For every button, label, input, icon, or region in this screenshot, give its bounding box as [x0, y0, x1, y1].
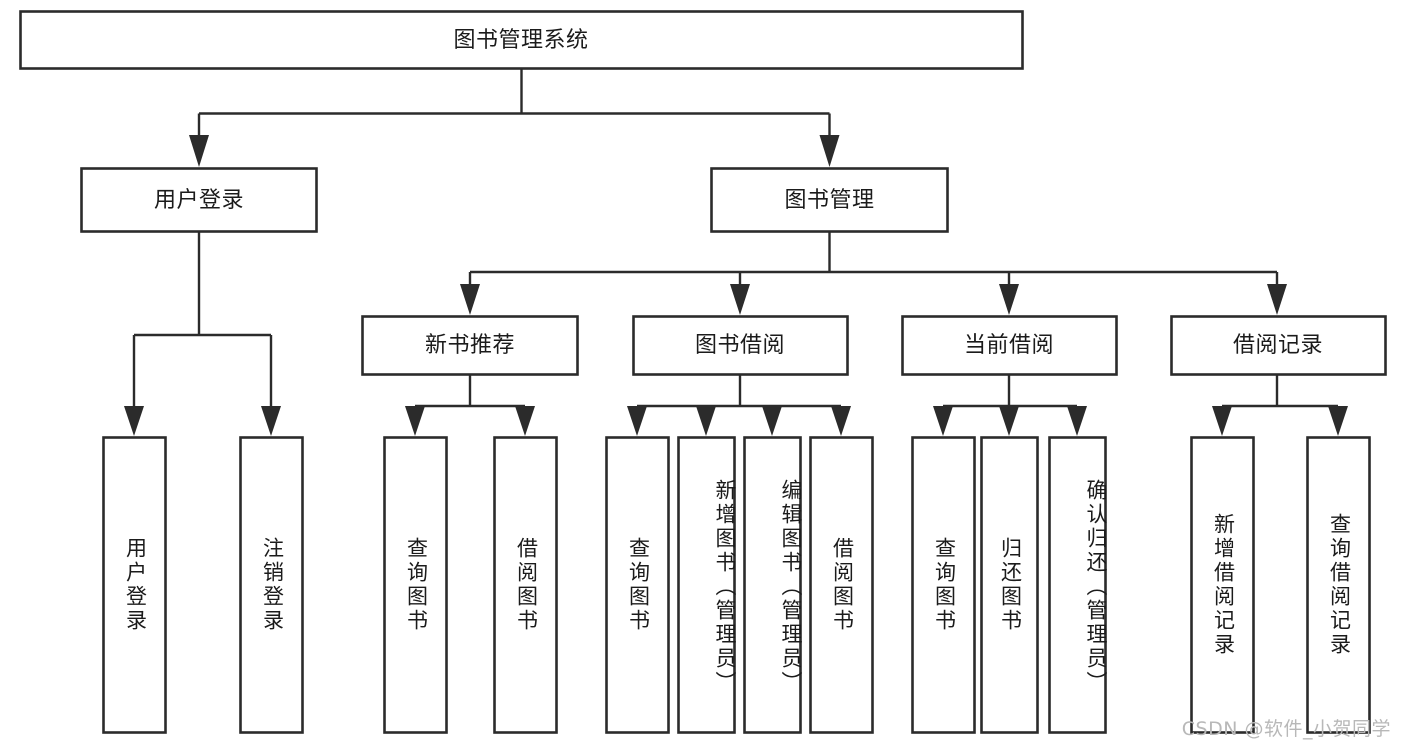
- node-leaf-query-book-3[interactable]: [911, 436, 976, 734]
- node-borrow-record-label: 借阅记录: [1233, 333, 1323, 358]
- edge-borrow-record-trunk: [1220, 375, 1340, 412]
- arrow-to-leaf-query-record: [1328, 406, 1348, 436]
- arrow-to-leaf-borrow-book-2: [831, 406, 851, 436]
- arrow-to-leaf-add-record: [1212, 406, 1232, 436]
- arrow-to-leaf-confirm-return: [1067, 406, 1087, 436]
- node-user-login-label: 用户登录: [154, 188, 244, 213]
- node-leaf-edit-book[interactable]: [743, 436, 802, 734]
- arrow-to-leaf-return-book: [999, 406, 1019, 436]
- node-leaf-user-logout[interactable]: [239, 436, 304, 734]
- nodes-group: 图书管理系统 用户登录 图书管理 新书推荐 图书借阅 当前借阅 借阅记录: [19, 10, 1387, 734]
- edge-new-book-recommend-trunk: [413, 375, 527, 412]
- watermark-text: CSDN @软件_小贺同学: [1181, 718, 1391, 740]
- node-leaf-query-book-2[interactable]: [605, 436, 670, 734]
- node-new-book-recommend[interactable]: [361, 315, 579, 376]
- node-book-borrow-label: 图书借阅: [695, 333, 785, 358]
- edge-book-borrow-trunk: [635, 375, 843, 412]
- node-current-borrow[interactable]: [901, 315, 1118, 376]
- node-book-borrow[interactable]: [632, 315, 849, 376]
- node-leaf-query-record[interactable]: [1306, 436, 1371, 734]
- node-borrow-record[interactable]: [1170, 315, 1387, 376]
- node-root[interactable]: [19, 10, 1024, 70]
- arrow-to-current-borrow: [999, 284, 1019, 315]
- edges-group: [124, 69, 1348, 436]
- node-leaf-add-book[interactable]: [677, 436, 736, 734]
- arrow-to-leaf-user-logout: [261, 406, 281, 436]
- node-leaf-return-book[interactable]: [980, 436, 1039, 734]
- arrow-to-leaf-edit-book: [762, 406, 782, 436]
- arrow-to-borrow-record: [1267, 284, 1287, 315]
- node-leaf-user-login[interactable]: [102, 436, 167, 734]
- node-leaf-query-book-1[interactable]: [383, 436, 448, 734]
- node-leaf-borrow-book-1[interactable]: [493, 436, 558, 734]
- node-book-management[interactable]: [710, 167, 949, 233]
- arrow-to-leaf-query-book-1: [405, 406, 425, 436]
- node-leaf-confirm-return[interactable]: [1048, 436, 1107, 734]
- node-book-management-label: 图书管理: [784, 188, 874, 213]
- arrow-to-leaf-user-login: [124, 406, 144, 436]
- node-leaf-add-record[interactable]: [1190, 436, 1255, 734]
- arrow-to-leaf-query-book-3: [933, 406, 953, 436]
- node-leaf-borrow-book-2[interactable]: [809, 436, 874, 734]
- arrow-to-book-borrow: [730, 284, 750, 315]
- edge-book-management-trunk: [468, 232, 1279, 288]
- arrow-to-leaf-borrow-book-1: [515, 406, 535, 436]
- arrow-to-new-book-recommend: [460, 284, 480, 315]
- node-new-book-recommend-label: 新书推荐: [425, 333, 515, 358]
- edge-user-login-trunk: [132, 232, 273, 410]
- arrow-to-book-management: [819, 135, 840, 167]
- arrow-to-user-login: [189, 135, 209, 167]
- node-current-borrow-label: 当前借阅: [964, 333, 1054, 358]
- arrow-to-leaf-query-book-2: [627, 406, 647, 436]
- arrow-to-leaf-add-book: [696, 406, 716, 436]
- edge-root-trunk: [197, 69, 831, 140]
- node-root-label: 图书管理系统: [453, 28, 588, 53]
- node-user-login[interactable]: [80, 167, 318, 233]
